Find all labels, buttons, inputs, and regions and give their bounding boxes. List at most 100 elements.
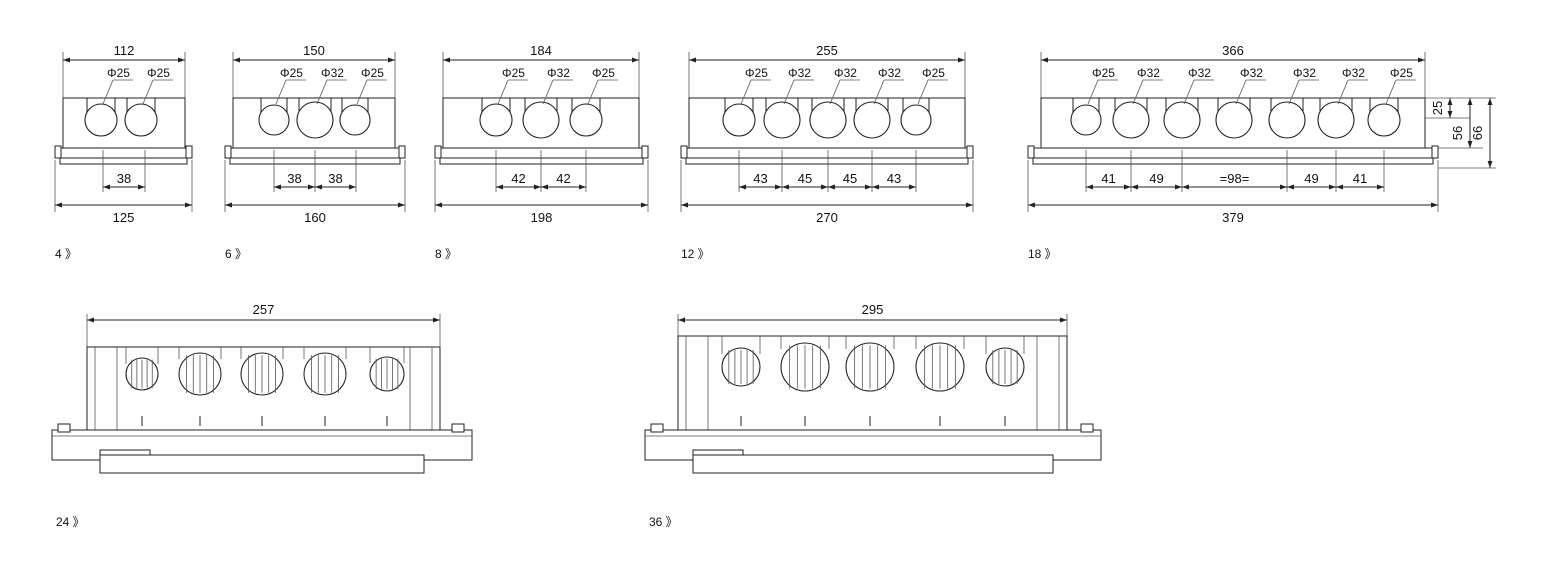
leader-line xyxy=(1288,79,1300,105)
hole-diameter-label: Φ25 xyxy=(592,66,615,80)
dimension-label: 112 xyxy=(114,43,135,58)
dimension-label: 160 xyxy=(304,210,326,225)
view-caption: 36 》 xyxy=(649,515,678,529)
dimension-label: 150 xyxy=(303,43,325,58)
dimension-label: 38 xyxy=(117,171,131,186)
connector-body xyxy=(62,97,186,149)
view-caption: 24 》 xyxy=(56,515,85,529)
leader-line xyxy=(1385,79,1397,105)
base-plate xyxy=(1027,147,1439,159)
height-dimension-label: 25 xyxy=(1430,101,1445,115)
cable-entry-hole xyxy=(124,103,158,137)
hole-diameter-label: Φ25 xyxy=(280,66,303,80)
base-clip-left xyxy=(224,145,232,159)
hole-diameter-label: Φ32 xyxy=(878,66,901,80)
dimension-label: 125 xyxy=(113,210,135,225)
dimension-label: 379 xyxy=(1222,210,1244,225)
dimension-label: 45 xyxy=(798,171,812,186)
hole-diameter-label: Φ32 xyxy=(788,66,811,80)
base-clip-left xyxy=(1027,145,1035,159)
base-clip-right xyxy=(398,145,406,159)
hole-diameter-label: Φ25 xyxy=(107,66,130,80)
hole-diameter-label: Φ25 xyxy=(922,66,945,80)
dimension-label: 295 xyxy=(862,302,884,317)
leader-line xyxy=(873,79,885,105)
dimension-label: 42 xyxy=(511,171,525,186)
dimension-label: 184 xyxy=(530,43,552,58)
base-rail xyxy=(439,157,644,165)
cable-entry-hole xyxy=(763,101,801,139)
cable-entry-hole xyxy=(853,101,891,139)
base-clip-left xyxy=(54,145,62,159)
hole-diameter-label: Φ32 xyxy=(1137,66,1160,80)
dimension-label: 43 xyxy=(887,171,901,186)
cable-entry-hole xyxy=(296,101,334,139)
dimension-label: 49 xyxy=(1304,171,1318,186)
dimension-label: 42 xyxy=(556,171,570,186)
base-clip-left xyxy=(57,423,71,433)
label-slot xyxy=(692,449,744,456)
base-clip-left xyxy=(680,145,688,159)
base-rail xyxy=(685,157,969,165)
cable-entry-hole xyxy=(339,104,371,136)
leader-line xyxy=(917,79,929,105)
leader-line xyxy=(829,79,841,105)
base-clip-left xyxy=(650,423,664,433)
base-clip-left xyxy=(434,145,442,159)
view-caption: 6 》 xyxy=(225,247,247,261)
cable-entry-hole xyxy=(809,101,847,139)
cable-entry-hole xyxy=(479,103,513,137)
hole-diameter-label: Φ32 xyxy=(834,66,857,80)
base-rail xyxy=(692,454,1054,474)
leader-line xyxy=(783,79,795,105)
height-dimension-label: 66 xyxy=(1470,126,1485,140)
cable-entry-hole xyxy=(1317,101,1355,139)
view-caption: 4 》 xyxy=(55,247,77,261)
hole-diameter-label: Φ32 xyxy=(1342,66,1365,80)
base-clip-right xyxy=(185,145,193,159)
dimension-label: =98= xyxy=(1220,171,1250,186)
leader-line xyxy=(102,79,114,105)
leader-line xyxy=(542,79,554,105)
hole-diameter-label: Φ25 xyxy=(1092,66,1115,80)
dimension-label: 255 xyxy=(816,43,838,58)
hole-diameter-label: Φ25 xyxy=(147,66,170,80)
label-slot xyxy=(99,449,151,456)
dimension-label: 38 xyxy=(287,171,301,186)
leader-line xyxy=(316,79,328,105)
leader-line xyxy=(1132,79,1144,105)
dimension-label: 49 xyxy=(1149,171,1163,186)
cable-entry-hole xyxy=(1112,101,1150,139)
cable-entry-hole xyxy=(84,103,118,137)
leader-line xyxy=(142,79,154,105)
leader-line xyxy=(1337,79,1349,105)
cable-entry-hole xyxy=(722,103,756,137)
cable-entry-hole xyxy=(522,101,560,139)
cable-entry-hole xyxy=(569,103,603,137)
base-rail xyxy=(99,454,425,474)
view-caption: 18 》 xyxy=(1028,247,1057,261)
base-plate xyxy=(54,147,193,159)
base-plate xyxy=(434,147,649,159)
hole-diameter-label: Φ25 xyxy=(502,66,525,80)
cable-entry-hole xyxy=(900,104,932,136)
cable-entry-hole xyxy=(1367,103,1401,137)
hole-diameter-label: Φ25 xyxy=(1390,66,1413,80)
hole-diameter-label: Φ32 xyxy=(1293,66,1316,80)
leader-line xyxy=(1183,79,1195,105)
hole-diameter-label: Φ32 xyxy=(547,66,570,80)
leader-line xyxy=(356,79,368,105)
cable-entry-hole xyxy=(1215,101,1253,139)
cable-entry-hole xyxy=(1070,104,1102,136)
dimension-label: 270 xyxy=(816,210,838,225)
view-caption: 12 》 xyxy=(681,247,710,261)
dimension-label: 43 xyxy=(753,171,767,186)
leader-line xyxy=(1235,79,1247,105)
base-clip-right xyxy=(1080,423,1094,433)
leader-line xyxy=(275,79,287,105)
base-rail xyxy=(1032,157,1434,165)
leader-line xyxy=(1087,79,1099,105)
cable-entry-hole xyxy=(1163,101,1201,139)
cable-entry-hole xyxy=(258,104,290,136)
